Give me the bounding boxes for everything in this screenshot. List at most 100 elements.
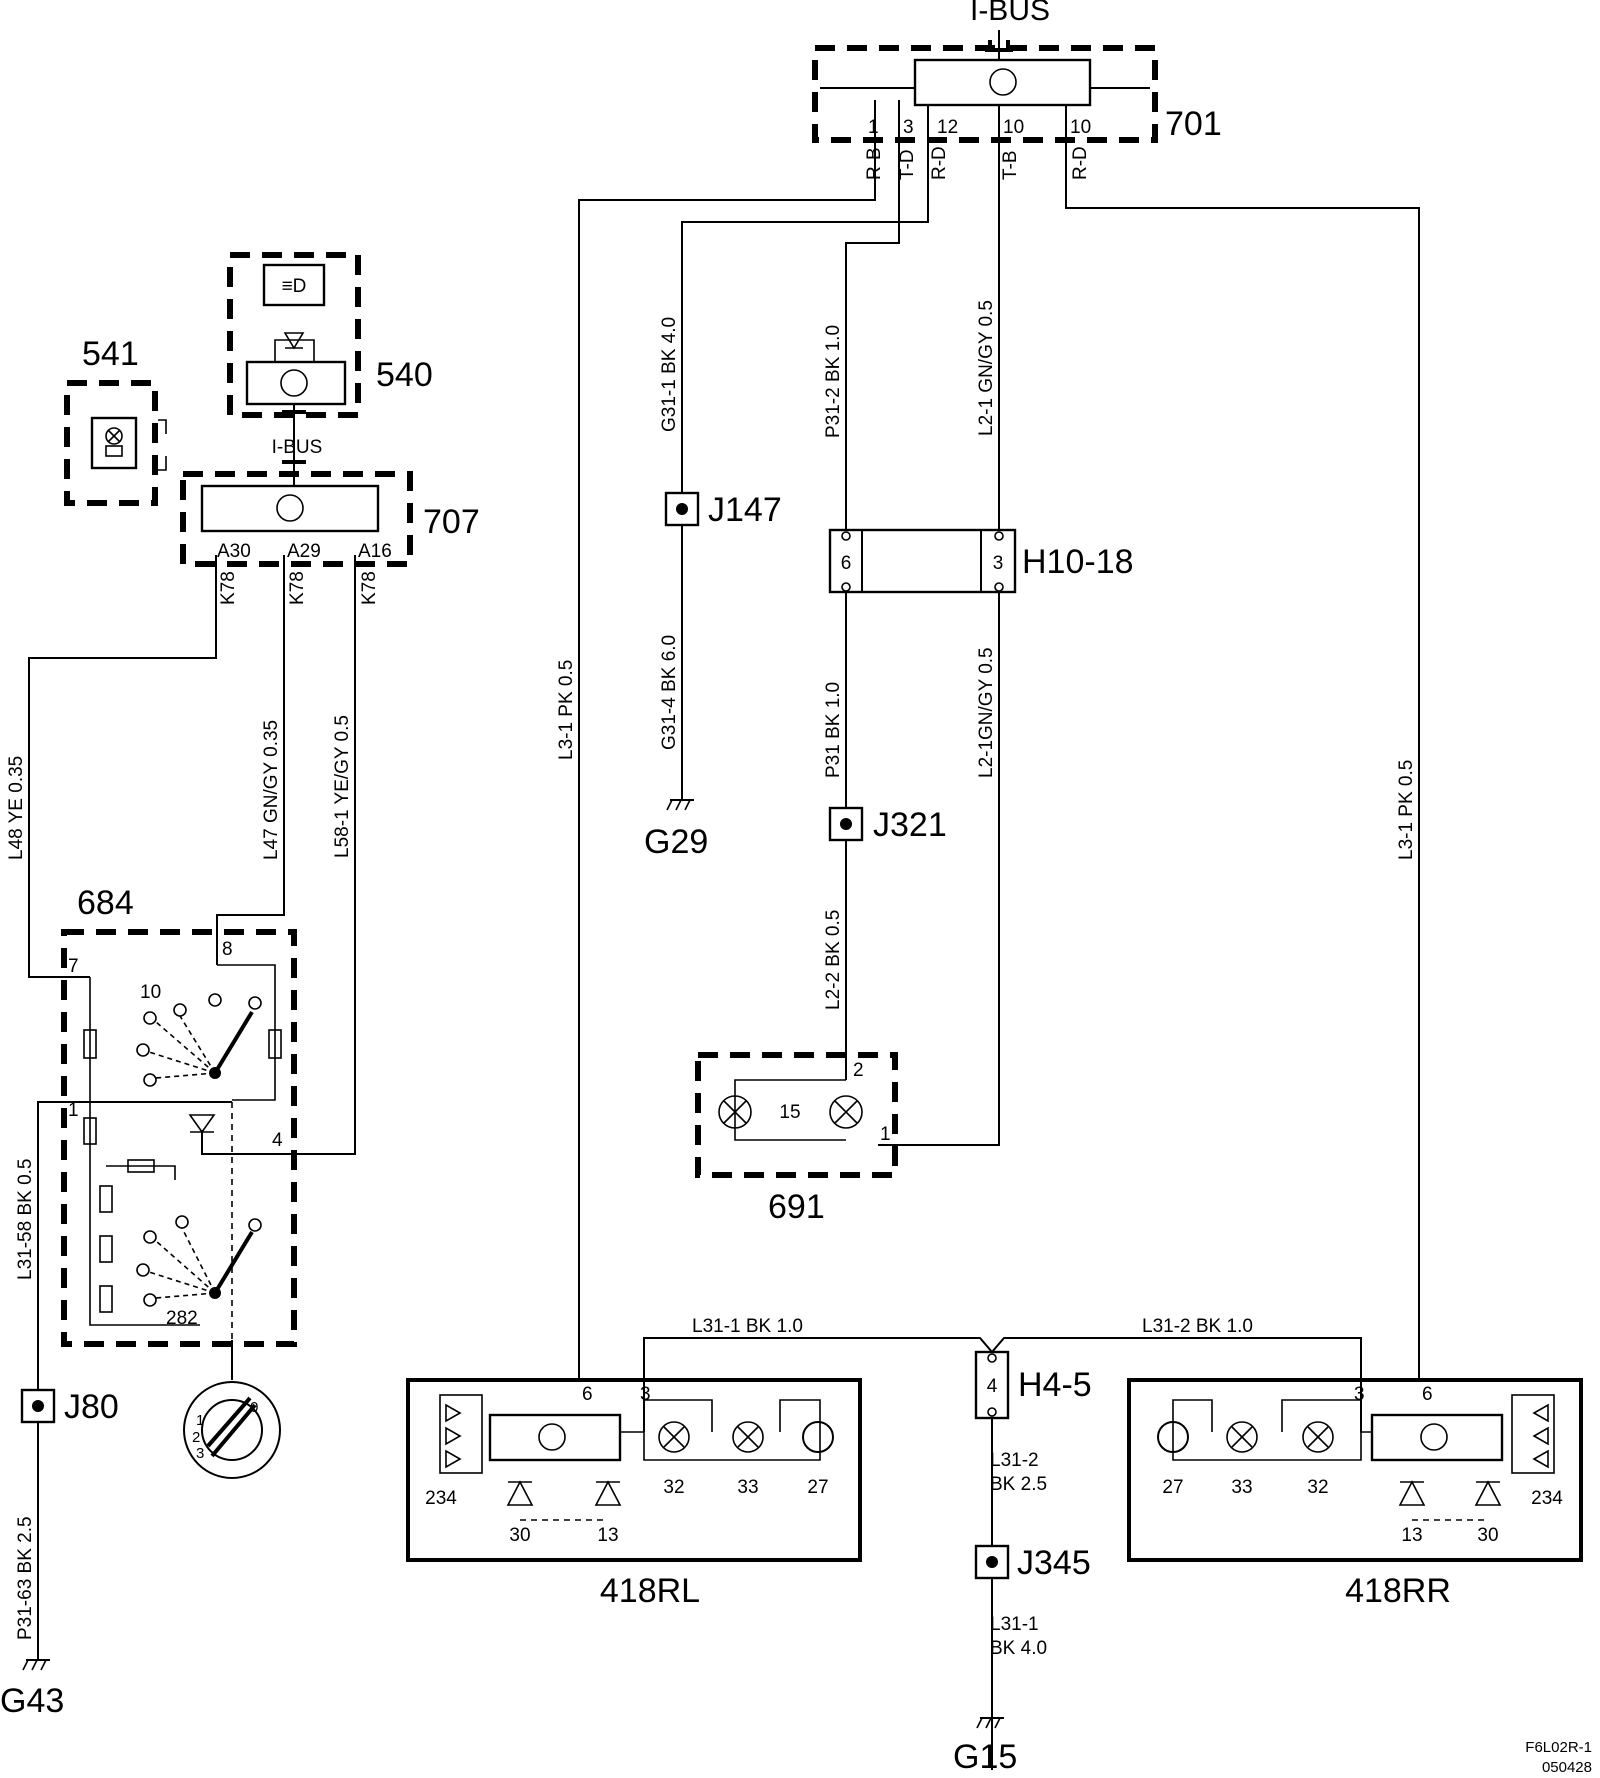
wire-l58-1 [201, 555, 356, 1155]
connector-h4-5-label: H4-5 [1018, 1366, 1092, 1404]
h10-18-term-3 [994, 531, 1004, 541]
junction-j147-label: J147 [708, 491, 782, 529]
resistor-lower-3 [99, 1235, 113, 1263]
switch-led-icon [188, 1114, 216, 1134]
junction-j147-dot [676, 503, 688, 515]
pin-h4-5: 4 [987, 1376, 998, 1397]
wire-l47 [216, 555, 285, 965]
connector-h10-18-label: H10-18 [1022, 543, 1134, 581]
contact-u1 [173, 1003, 187, 1017]
component-691: 15 2 1 691 [695, 1052, 898, 1226]
switch-lower-ray1 [181, 1227, 216, 1294]
wire-l3-1-right [1065, 100, 1420, 1380]
diode-418rr-30: 30 [1477, 1525, 1498, 1546]
component-540-display [262, 263, 326, 307]
junction-j345-dot [986, 1556, 998, 1568]
contact-l1 [175, 1215, 189, 1229]
component-541-connector2 [158, 456, 167, 471]
label-l31-1b-name: L31-1 [990, 1614, 1039, 1635]
pin-707-a16: A16 [358, 541, 392, 562]
lamp-418rl-logo-icon [538, 1423, 566, 1451]
code-701-rb: R-B [864, 147, 885, 180]
led-418rl-2 [445, 1426, 462, 1446]
knob-pos-1: 1 [196, 1412, 204, 1429]
label-g31-1: G31-1 BK 4.0 [659, 317, 680, 432]
bulb-418rl-27: 27 [807, 1477, 828, 1498]
wire-l2-1b [878, 593, 1000, 1146]
label-l3-1b: L3-1 PK 0.5 [1396, 760, 1417, 860]
wire-l3-1-left [578, 100, 876, 1380]
ground-g29-symbol [666, 799, 694, 811]
code-701-rd: R-D [929, 146, 950, 180]
pin-691-2: 2 [853, 1060, 864, 1081]
connector-h10-18: 6 3 H10-18 [828, 528, 1134, 594]
resistor-upper-right [268, 1029, 282, 1059]
component-541: 541 [64, 335, 167, 506]
label-l31-2b-spec: BK 2.5 [990, 1474, 1047, 1495]
ibus-540-label: I-BUS [272, 437, 323, 458]
diagram-ref-code: F6L02R-1 [1525, 1739, 1592, 1756]
label-l31-2b-name: L31-2 [990, 1450, 1039, 1471]
bulb-691-number: 15 [779, 1102, 800, 1123]
bulb-418rl-32-x2 [663, 1426, 685, 1448]
label-p31-63: P31-63 BK 2.5 [15, 1516, 36, 1640]
lamp-418rr-bus [1281, 1399, 1372, 1433]
contact-u3 [136, 1043, 150, 1057]
pin-684-4: 4 [272, 1130, 283, 1151]
pin-684-1: 1 [68, 1100, 79, 1121]
bulb-418rr-32-x2 [1307, 1426, 1329, 1448]
switch-upper-right [217, 964, 276, 1101]
junctions: J147 J321 J80 J345 [20, 491, 1091, 1582]
label-g31-4: G31-4 BK 6.0 [659, 635, 680, 750]
bulb-418rr-33: 33 [1231, 1477, 1252, 1498]
led-418rr-2 [1532, 1426, 1549, 1446]
label-l31-1b-spec: BK 4.0 [990, 1638, 1047, 1659]
ground-g15-label: G15 [953, 1738, 1017, 1776]
grounds: G29 G43 G15 [0, 799, 1017, 1776]
component-540: ≡D 540 I-BUS [227, 252, 433, 490]
lamp-418rr-bus2 [1172, 1399, 1362, 1461]
connector-h4-5: 4 H4-5 [974, 1350, 1092, 1420]
lamp-418rr-frame [1127, 1378, 1583, 1562]
switch-lower-ladder [106, 1165, 176, 1180]
bulb-418rr-32: 32 [1307, 1477, 1328, 1498]
component-540-module [245, 360, 347, 406]
lamp-418rl-frame [406, 1378, 862, 1562]
lamp-418rl-bus [620, 1399, 821, 1461]
knob-pos-0: 0 [250, 1399, 258, 1416]
knob-pos-2: 2 [192, 1429, 200, 1446]
switch-upper-ray3 [148, 1051, 216, 1074]
label-l58-1: L58-1 YE/GY 0.5 [332, 715, 353, 858]
bulb-418rl-32: 32 [663, 1477, 684, 1498]
component-540-label: 540 [376, 356, 433, 394]
resistor-lower-4 [99, 1285, 113, 1313]
component-684: 684 7 8 10 1 4 282 [61, 884, 297, 1380]
knob-pointer [210, 1403, 257, 1458]
connector-h4-5-body [974, 1350, 1010, 1420]
resistor-lower-1 [83, 1117, 97, 1145]
module-707-body [200, 484, 380, 533]
code-701-td: T-D [897, 149, 918, 180]
led-418rl-234: 234 [425, 1488, 457, 1509]
bulb-691-left-x2 [723, 1100, 747, 1124]
bulb-691-right-x2 [834, 1100, 858, 1124]
wires [28, 87, 1420, 1770]
pin-684-7: 7 [68, 956, 79, 977]
junction-j80-label: J80 [64, 1388, 119, 1426]
h10-18-term-2 [841, 582, 851, 592]
wire-g31-1 [681, 100, 929, 493]
light-switch-knob: 0 1 2 3 [183, 1381, 281, 1479]
bulb-418rl-32-icon [658, 1421, 690, 1453]
module-707-label: 707 [423, 503, 480, 541]
module-701-frame [812, 45, 1158, 143]
pin-418rr-6: 6 [1422, 1384, 1433, 1405]
wire-l31-1-bus [643, 1337, 993, 1432]
label-l31-1a: L31-1 BK 1.0 [692, 1316, 803, 1337]
bulb-418rl-33-icon [732, 1421, 764, 1453]
contact-u6 [248, 996, 262, 1010]
pin-701-12: 12 [937, 117, 958, 138]
led-418rl-array [439, 1394, 483, 1474]
label-l2-2: L2-2 BK 0.5 [823, 910, 844, 1010]
label-p31: P31 BK 1.0 [823, 682, 844, 778]
